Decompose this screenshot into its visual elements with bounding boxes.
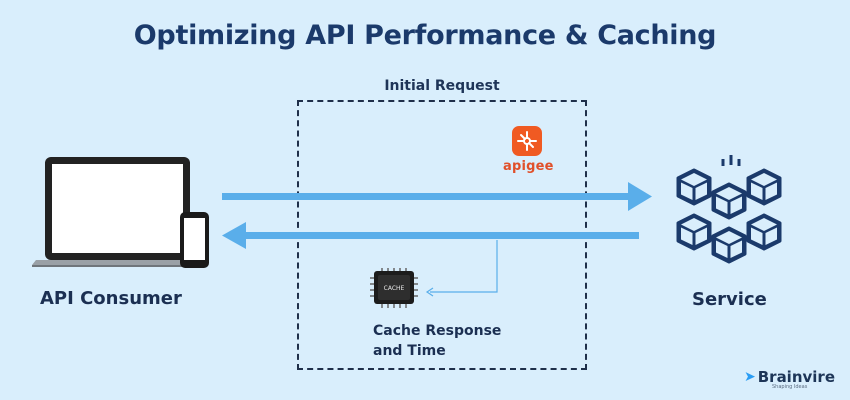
cache-chip-text: CACHE xyxy=(384,285,405,292)
cubes-cluster-icon xyxy=(676,155,782,264)
apigee-logo: apigee xyxy=(503,126,554,174)
api-consumer-label: API Consumer xyxy=(40,288,182,309)
apigee-logo-icon xyxy=(512,126,542,156)
cache-label-line2: and Time xyxy=(373,343,446,359)
cache-label: Cache Response and Time xyxy=(373,321,501,361)
brand-tagline: Shaping Ideas xyxy=(772,384,808,390)
brainvire-logo: ➤ Brainvire Shaping Ideas xyxy=(744,368,840,390)
cache-connector xyxy=(425,240,498,297)
diagram-title: Optimizing API Performance & Caching xyxy=(133,20,717,51)
service-label: Service xyxy=(692,289,767,310)
laptop-phone-icon xyxy=(32,157,209,268)
cpu-chip-icon: CACHE xyxy=(370,268,418,308)
cache-label-line1: Cache Response xyxy=(373,323,502,339)
initial-request-label: Initial Request xyxy=(384,78,500,94)
apigee-text: apigee xyxy=(503,159,554,174)
request-arrow xyxy=(222,182,652,211)
brand-name: Brainvire xyxy=(757,368,835,386)
response-arrow xyxy=(222,222,639,249)
brand-chevron-icon: ➤ xyxy=(744,369,756,385)
